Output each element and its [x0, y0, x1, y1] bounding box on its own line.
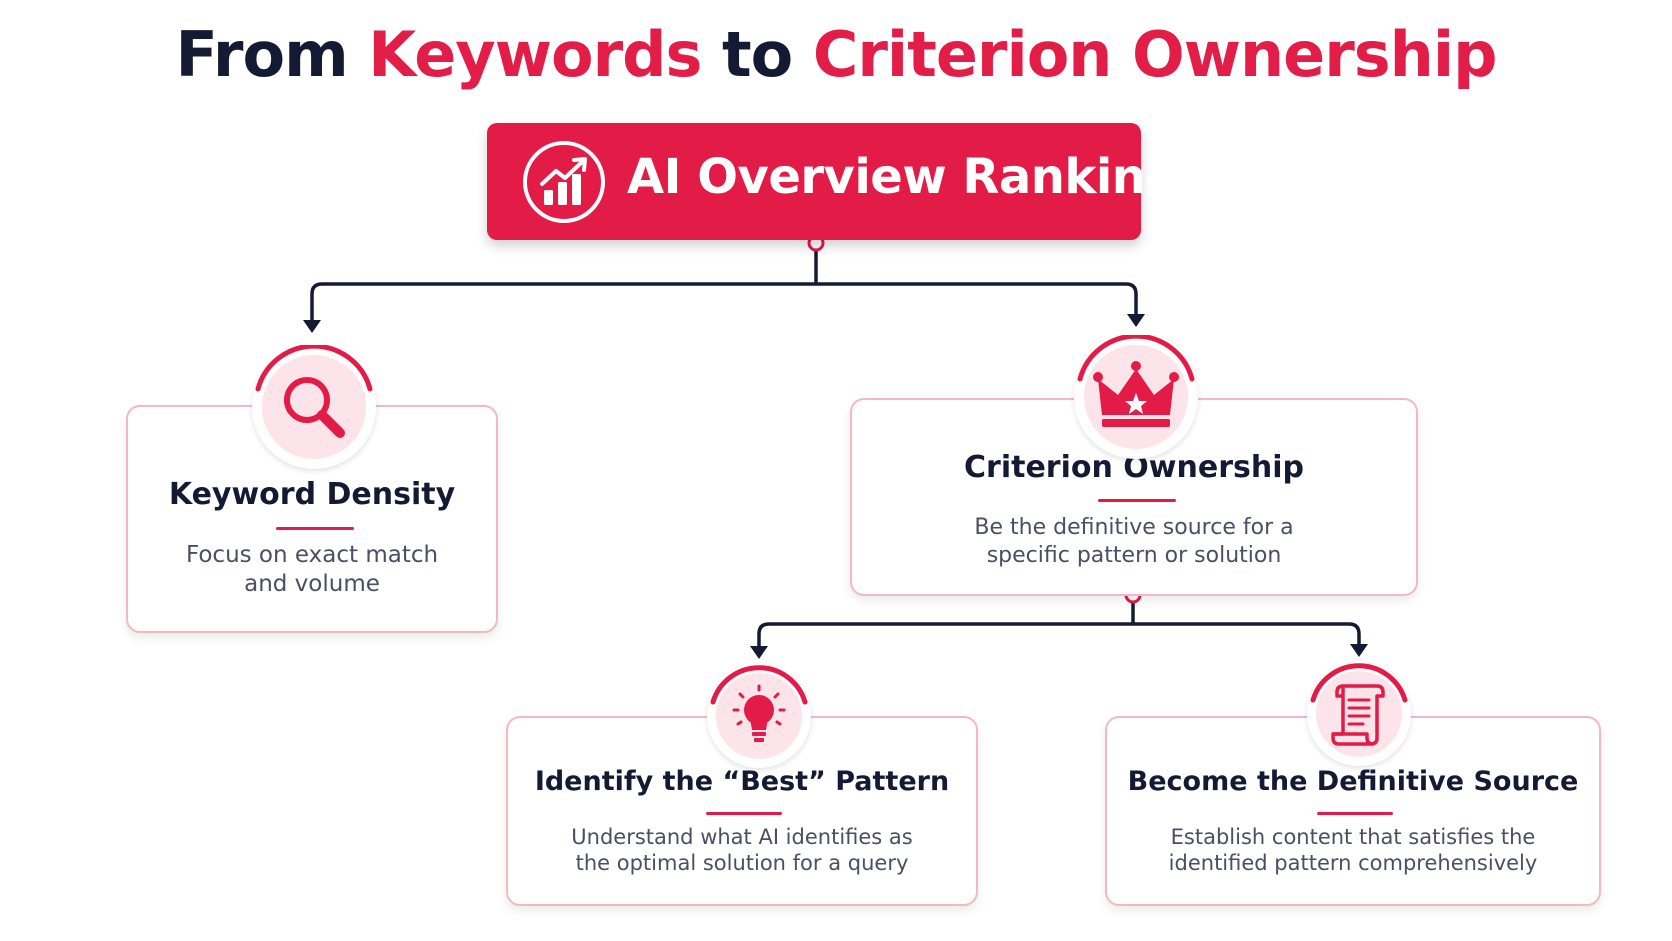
description-line-2: specific pattern or solution [986, 542, 1282, 568]
card-title: Become the Definitive Source [1127, 766, 1579, 797]
card-identify-best-pattern: Identify the “Best” Pattern Understand w… [506, 716, 978, 906]
page-title: From Keywords to Criterion Ownership [0, 18, 1672, 91]
arrowhead-definitive-source [1350, 644, 1368, 657]
card-description: Establish content that satisfies the ide… [1107, 824, 1599, 877]
description-line-2: the optimal solution for a query [575, 851, 909, 876]
connector-criterion-right [1133, 622, 1361, 646]
bar-chart-trend-icon [522, 140, 606, 224]
title-part-1: From [175, 18, 369, 91]
root-label: AI Overview Ranking [627, 149, 1180, 205]
description-line-1: Be the definitive source for a [974, 515, 1294, 540]
title-underline [1317, 812, 1393, 815]
title-underline [1098, 499, 1176, 502]
connector-root-left [310, 282, 816, 322]
arrowhead-right [1127, 314, 1145, 327]
title-underline [276, 527, 354, 530]
card-become-definitive-source: Become the Definitive Source Establish c… [1105, 716, 1601, 906]
card-title: Identify the “Best” Pattern [534, 766, 950, 797]
description-line-1: Establish content that satisfies the [1170, 825, 1536, 849]
arrowhead-left [303, 320, 321, 333]
lightbulb-icon [707, 664, 811, 768]
arrowhead-best-pattern [750, 646, 768, 659]
card-description: Be the definitive source for a specific … [852, 514, 1416, 569]
title-criterion-ownership: Criterion Ownership [812, 18, 1498, 91]
card-description: Understand what AI identifies as the opt… [508, 824, 976, 877]
title-part-3: to [701, 18, 813, 91]
title-underline [706, 812, 782, 815]
connector-criterion-left [757, 622, 1133, 648]
card-title: Keyword Density [168, 477, 456, 512]
description-line-1: Focus on exact match [185, 542, 439, 568]
crown-icon [1074, 335, 1198, 459]
description-line-2: and volume [244, 570, 380, 597]
card-keyword-density: Keyword Density Focus on exact match and… [126, 405, 498, 633]
title-keywords: Keywords [368, 18, 702, 91]
description-line-2: identified pattern comprehensively [1168, 851, 1538, 876]
card-description: Focus on exact match and volume [128, 541, 496, 599]
scroll-document-icon [1307, 662, 1411, 766]
connector-root-right [816, 282, 1138, 316]
root-node-ai-overview-ranking: AI Overview Ranking [487, 123, 1180, 240]
magnifier-icon [252, 345, 376, 469]
description-line-1: Understand what AI identifies as [571, 825, 913, 849]
